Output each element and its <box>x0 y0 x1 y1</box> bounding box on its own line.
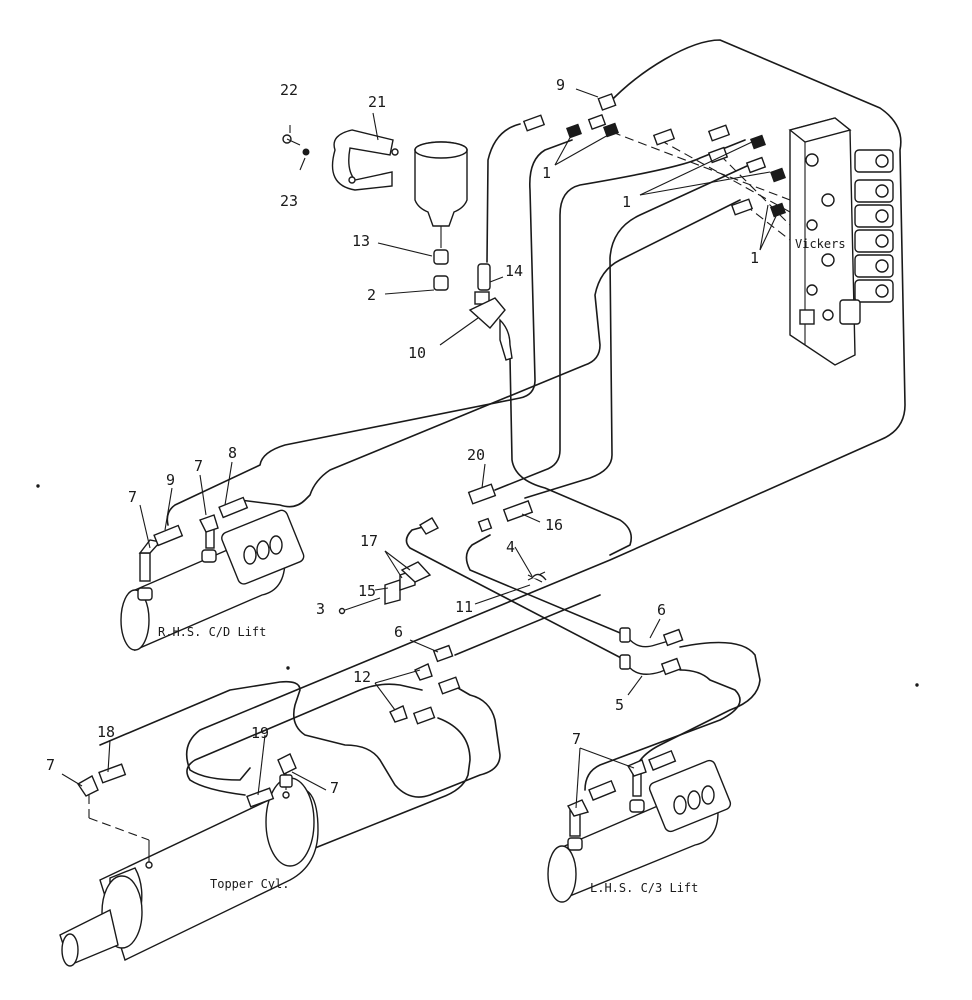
part-num-5: 5 <box>615 696 624 714</box>
hose-12-lower <box>309 717 471 851</box>
line-11 <box>405 524 626 661</box>
hose-valve-to-rhs <box>227 199 741 509</box>
bolt-22-washer-23 <box>282 125 310 171</box>
accumulator <box>377 141 513 361</box>
part-num-7-topper-left: 7 <box>46 756 55 774</box>
leader-lines <box>61 88 779 809</box>
right-steel-fittings <box>619 627 684 676</box>
part-num-3: 3 <box>316 600 325 618</box>
part-num-10: 10 <box>408 344 426 362</box>
mid-fittings <box>419 483 547 583</box>
part-num-20: 20 <box>467 446 485 464</box>
hose-outer-loop <box>185 39 906 781</box>
part-num-7-topper-right: 7 <box>330 779 339 797</box>
part-num-19: 19 <box>251 724 269 742</box>
scan-speck-mid <box>286 666 290 670</box>
part-num-9-top: 9 <box>556 76 565 94</box>
fittings-6-12 <box>389 644 461 725</box>
lhs-lift-cylinder: L.H.S. C/3 Lift <box>547 749 732 903</box>
vickers-caption: Vickers <box>795 237 846 251</box>
hose-to-lhs-2 <box>584 669 741 791</box>
part-num-14: 14 <box>505 262 523 280</box>
part-num-22: 22 <box>280 81 298 99</box>
part-num-2: 2 <box>367 286 376 304</box>
part-num-6-left: 6 <box>394 623 403 641</box>
part-num-16: 16 <box>545 516 563 534</box>
hose-to-fitting-16 <box>524 159 761 499</box>
part-num-7-rhs-b: 7 <box>194 457 203 475</box>
rhs-lift-caption: R.H.S. C/D Lift <box>158 625 266 639</box>
topper-cylinder: Topper Cyl. <box>59 753 319 967</box>
part-num-4: 4 <box>506 538 515 556</box>
part-num-15: 15 <box>358 582 376 600</box>
valve-fittings <box>522 93 791 241</box>
hose-topper-loop <box>186 683 423 796</box>
line-4 <box>465 534 626 636</box>
part-num-13: 13 <box>352 232 370 250</box>
scan-speck-right <box>915 683 919 687</box>
hose-valve-to-rhs-2 <box>166 139 573 526</box>
part-num-1-right: 1 <box>750 249 759 267</box>
hose-to-lhs-1 <box>634 641 761 771</box>
valve-spools <box>839 149 894 325</box>
part-number-callouts: 22 21 23 9 1 1 1 13 14 2 10 20 16 4 11 1… <box>46 76 759 797</box>
part-num-11: 11 <box>455 598 473 616</box>
part-num-8: 8 <box>228 444 237 462</box>
part-num-12: 12 <box>353 668 371 686</box>
part-num-18: 18 <box>97 723 115 741</box>
part-num-9-rhs: 9 <box>166 471 175 489</box>
part-num-23: 23 <box>280 192 298 210</box>
scan-speck-left <box>36 484 40 488</box>
hose-12-upper <box>99 680 501 798</box>
part-num-21: 21 <box>368 93 386 111</box>
hose-tee-down <box>509 357 633 556</box>
part-num-7-rhs-a: 7 <box>128 488 137 506</box>
hose-6-upper <box>454 594 601 656</box>
vickers-valve-block: Vickers <box>788 117 894 366</box>
part-num-17: 17 <box>360 532 378 550</box>
part-num-1-mid: 1 <box>622 193 631 211</box>
topper-caption: Topper Cyl. <box>210 877 289 891</box>
part-num-1-left: 1 <box>542 164 551 182</box>
part-num-7-lhs: 7 <box>572 730 581 748</box>
hose-to-fitting-14 <box>486 123 521 263</box>
clamp-21 <box>331 112 399 191</box>
hose-to-fitting-20 <box>494 139 746 491</box>
lhs-lift-caption: L.H.S. C/3 Lift <box>590 881 698 895</box>
bracket-15-17 <box>338 550 432 615</box>
rhs-lift-cylinder: R.H.S. C/D Lift <box>120 496 305 652</box>
hose-routes <box>99 39 906 851</box>
part-num-6-right: 6 <box>657 601 666 619</box>
